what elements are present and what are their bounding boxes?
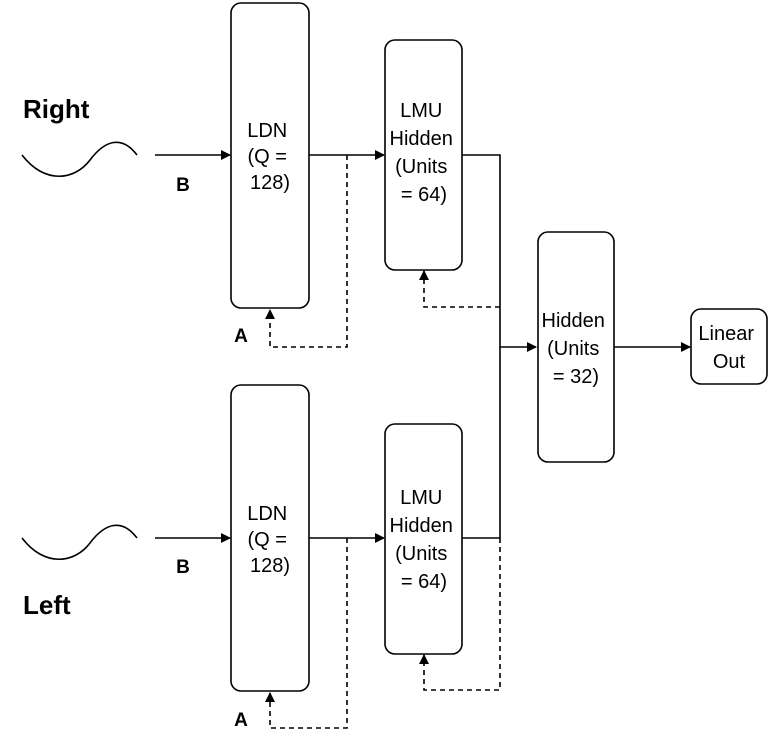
edge-lmu-feedback-bottom <box>419 538 501 691</box>
hidden-node: Hidden (Units = 32) <box>537 231 615 463</box>
a-port-label-bottom: A <box>234 710 248 731</box>
edge-lmu-feedback-top <box>419 270 500 308</box>
ldn-node-bottom-label: LDN (Q = 128) <box>247 503 293 577</box>
lmu-hidden-node-bottom-label: LMU Hidden (Units = 64) <box>390 487 459 593</box>
ldn-node-top-label: LDN (Q = 128) <box>247 120 293 194</box>
right-signal-wave-icon <box>21 141 138 178</box>
lmu-hidden-node-top: LMU Hidden (Units = 64) <box>384 39 463 271</box>
ldn-node-bottom: LDN (Q = 128) <box>230 384 310 692</box>
left-signal-wave-icon <box>21 524 138 561</box>
edge-ldn-feedback-bottom <box>265 538 348 729</box>
edge-lmu-bottom-to-hidden <box>462 347 501 539</box>
linear-out-node-label: Linear Out <box>698 323 759 373</box>
right-input-label: Right <box>23 94 90 124</box>
ldn-node-top: LDN (Q = 128) <box>230 2 310 309</box>
linear-out-node: Linear Out <box>690 308 768 385</box>
a-port-label-top: A <box>234 326 248 347</box>
edge-lmu-top-to-hidden <box>462 154 537 352</box>
left-input-label: Left <box>23 590 71 620</box>
lmu-hidden-node-top-label: LMU Hidden (Units = 64) <box>390 100 459 206</box>
hidden-node-label: Hidden (Units = 32) <box>542 310 611 388</box>
b-port-label-top: B <box>176 175 190 196</box>
b-port-label-bottom: B <box>176 557 190 578</box>
lmu-hidden-node-bottom: LMU Hidden (Units = 64) <box>384 423 463 655</box>
